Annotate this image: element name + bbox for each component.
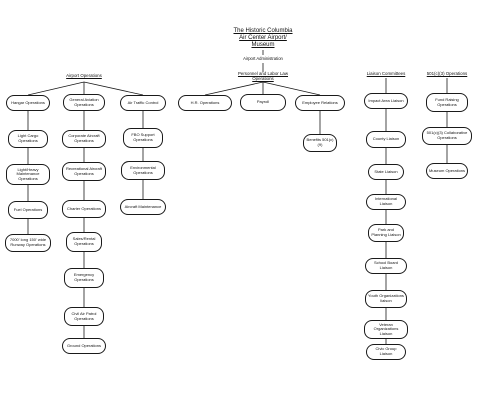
- node-ground-operations[interactable]: Ground Operations: [62, 338, 106, 354]
- airport-administration-label: Airport Administration: [243, 56, 283, 61]
- node-impact-area-liaison[interactable]: Impact Area Liaison: [364, 93, 408, 109]
- node-maintenance-operations[interactable]: Light/Heavy Maintenance Operations: [6, 164, 50, 185]
- node-youth-organizations-liaison[interactable]: Youth Organizations liaison: [365, 290, 407, 308]
- title-line-1: The Historic Columbia: [233, 28, 293, 34]
- personnel-header: Personnel and Labor Law Operations: [236, 71, 290, 81]
- personnel-header-line-2: Operations: [252, 76, 274, 81]
- personnel-header-line-1: Personnel and Labor Law: [237, 71, 289, 76]
- node-air-traffic-control[interactable]: Air Traffic Control: [120, 95, 166, 111]
- node-hr-operations[interactable]: H.R. Operations: [178, 95, 232, 111]
- chart-title: The Historic Columbia Air Center Airport…: [222, 28, 304, 49]
- node-environmental-operations[interactable]: Environmental Operations: [121, 161, 165, 180]
- node-fund-raising-operations[interactable]: Fund Raising Operations: [426, 93, 468, 112]
- node-general-aviation-operations[interactable]: General Aviation Operations: [63, 94, 105, 111]
- node-sales-rental-operations[interactable]: Sales/Rental Operations: [66, 232, 102, 252]
- node-civic-group-liaison[interactable]: Civic Group Liaison: [366, 344, 406, 360]
- liaison-committees-header: Liaison Committees: [366, 71, 406, 76]
- nonprofit-operations-header: 501(c)(3) Operations: [426, 71, 468, 76]
- node-civil-air-patrol-operations[interactable]: Civil Air Patrol Operations: [64, 307, 104, 326]
- node-hangar-operations[interactable]: Hangar Operations: [6, 95, 50, 111]
- node-light-cargo-operations[interactable]: Light Cargo Operations: [8, 130, 48, 148]
- node-school-board-liaison[interactable]: School Board Liaison: [365, 258, 407, 274]
- node-fbo-support-operations[interactable]: FBO Support Operations: [123, 128, 163, 148]
- node-recreational-aircraft-operations[interactable]: Recreational Aircraft Operations: [62, 162, 106, 181]
- airport-operations-header: Airport Operations: [66, 73, 102, 78]
- node-international-liaison[interactable]: International Liaison: [366, 194, 406, 210]
- node-park-planning-liaison[interactable]: Park and Planning Liaison: [368, 224, 404, 242]
- node-aircraft-maintenance[interactable]: Aircraft Maintenance: [120, 199, 166, 215]
- node-corporate-aircraft-operations[interactable]: Corporate Aircraft Operations: [62, 130, 106, 148]
- node-fuel-operations[interactable]: Fuel Operations: [8, 201, 48, 219]
- node-museum-operations[interactable]: Museum Operations: [426, 163, 468, 179]
- node-payroll[interactable]: Payroll: [240, 94, 286, 111]
- node-collaborative-operations[interactable]: 501(c)(3) Collaborative Operations: [422, 127, 472, 145]
- title-line-3: Museum: [251, 42, 275, 48]
- node-county-liaison[interactable]: County Liaison: [366, 131, 406, 148]
- title-line-2: Air Center Airport/: [239, 35, 287, 41]
- node-veteran-organizations-liaison[interactable]: Veteran Organizations Liaison: [364, 320, 408, 339]
- node-charter-operations[interactable]: Charter Operations: [62, 200, 106, 218]
- node-runway-operations[interactable]: 7000' long 150' wide Runway Operations: [5, 234, 51, 252]
- node-emergency-operations[interactable]: Emergency Operations: [64, 268, 104, 288]
- node-state-liaison[interactable]: State Liaison: [368, 164, 404, 180]
- node-benefits[interactable]: Benefits 501(c)(9): [303, 134, 337, 152]
- node-employee-relations[interactable]: Employee Relations: [295, 95, 345, 111]
